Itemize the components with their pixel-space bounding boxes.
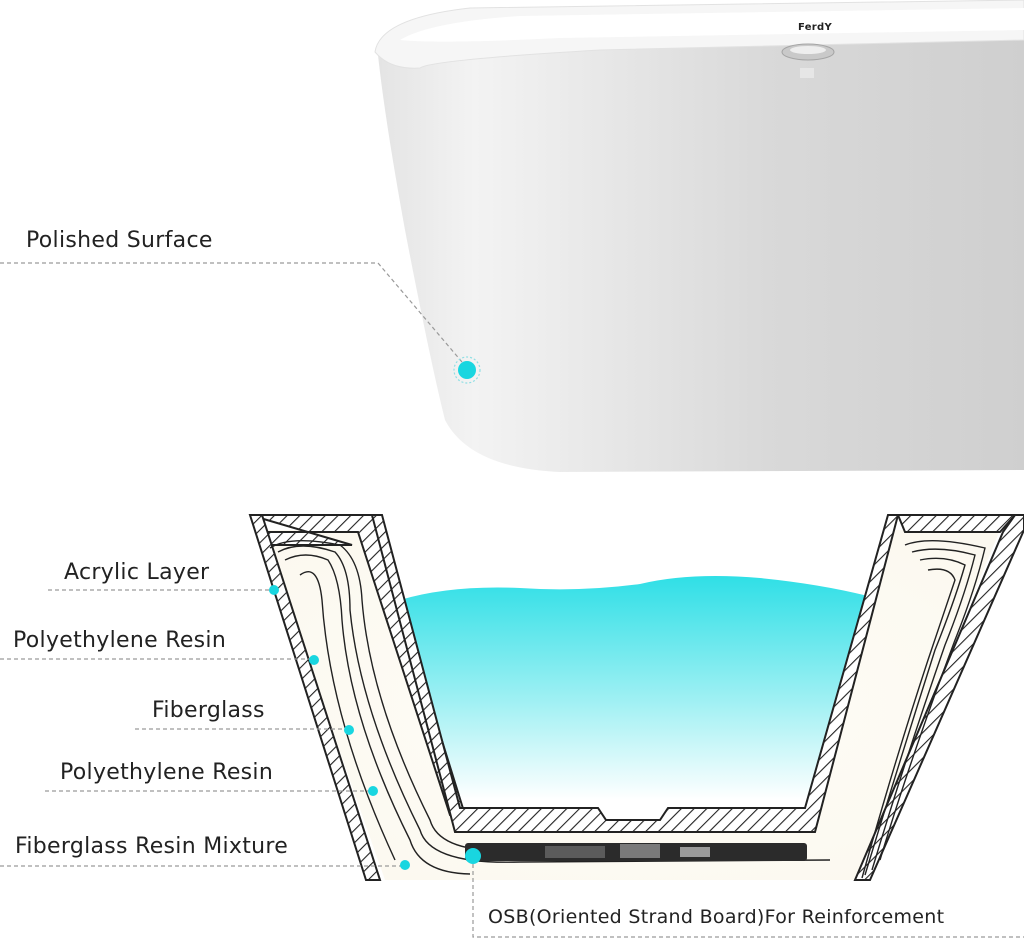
osb-marker — [465, 848, 481, 864]
brand-logo: FerdY — [798, 22, 833, 33]
fiberglass-core — [262, 530, 1000, 880]
polyethylene-resin-2-marker — [368, 786, 378, 796]
right-layer-lines — [861, 539, 986, 879]
acrylic-layer-label: Acrylic Layer — [64, 560, 210, 585]
polyethylene-resin-1-label: Polyethylene Resin — [13, 628, 227, 653]
right-outer-wall — [896, 514, 1018, 533]
osb-board — [465, 843, 807, 861]
osb-label: OSB(Oriented Strand Board)For Reinforcem… — [488, 906, 945, 928]
overflow-drain — [781, 43, 835, 78]
tub-body — [378, 12, 1024, 472]
fiberglass-resin-mixture-label: Fiberglass Resin Mixture — [15, 834, 289, 859]
fiberglass-marker — [344, 725, 354, 735]
polyethylene-resin-1-marker — [309, 655, 319, 665]
polished-surface-label: Polished Surface — [26, 228, 213, 253]
layer-markers — [269, 585, 481, 870]
fiberglass-label: Fiberglass — [152, 698, 265, 723]
layer-callouts — [0, 589, 1024, 938]
polished-surface-callout — [0, 262, 481, 384]
fiberglass-resin-mixture-marker — [400, 860, 410, 870]
inner-shell — [370, 514, 900, 833]
tub-rim-inner — [400, 8, 1024, 42]
acrylic-layer-marker — [269, 585, 279, 595]
polyethylene-resin-2-label: Polyethylene Resin — [60, 760, 274, 785]
freestanding-bathtub — [374, 0, 1024, 472]
tub-cross-section — [248, 514, 1024, 881]
polished-surface-marker — [453, 356, 481, 384]
water — [400, 576, 868, 800]
left-layer-lines — [269, 539, 831, 875]
left-shell-hatch — [248, 514, 382, 881]
